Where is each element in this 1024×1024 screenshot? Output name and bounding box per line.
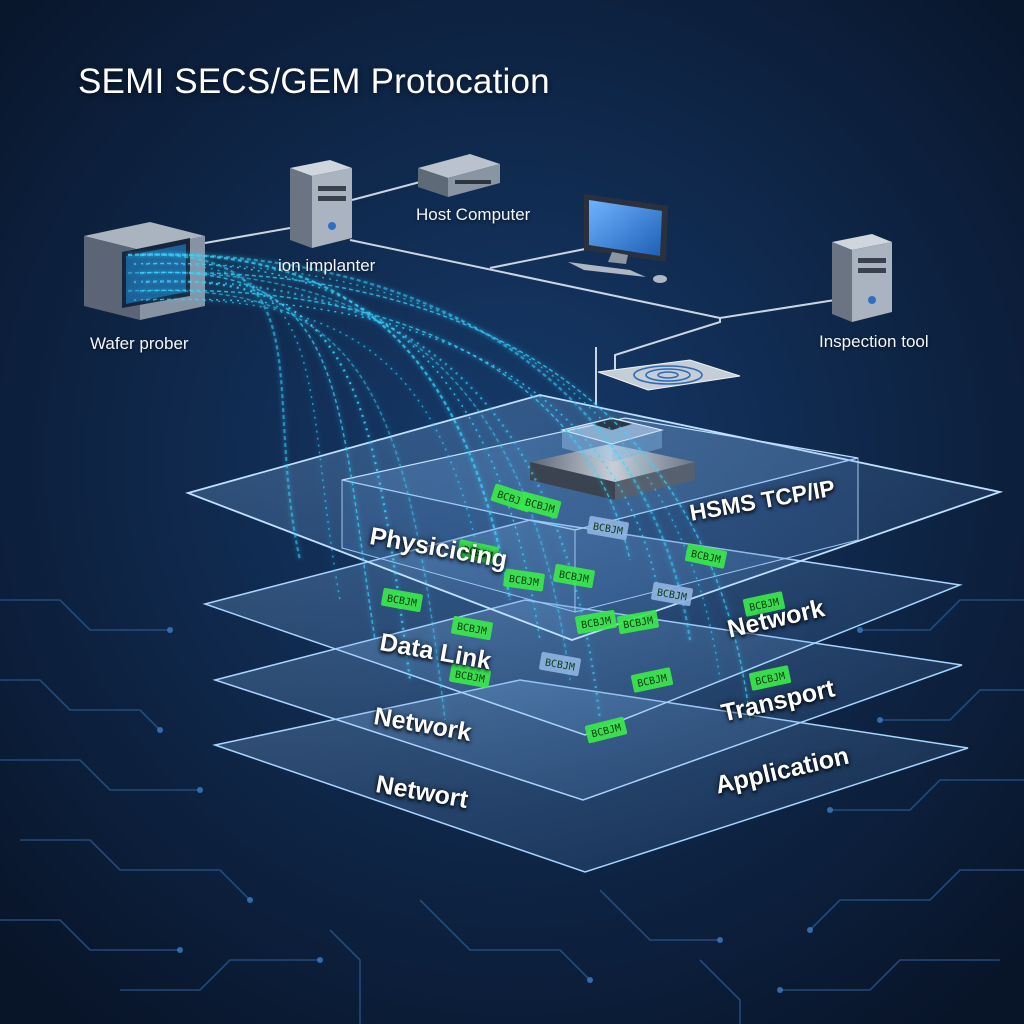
ion-implanter-device [290,160,352,248]
data-stream-line [127,271,571,681]
data-packet: BCBJM [617,609,659,635]
data-packet: BCBJM [651,581,693,607]
data-packet-label: BCBJM [456,621,488,637]
data-packet: BCBJM [381,587,423,613]
circuit-nodes [157,627,883,993]
data-stream-line [127,253,302,561]
data-packet-label: BCBJM [622,615,654,631]
data-packet-label: BCBJM [656,587,688,603]
data-packet: BCBJM [539,651,581,677]
data-packet: BCBJM [584,716,628,744]
data-stream-line [139,289,631,561]
data-packet: BCBJM [456,539,500,565]
network-cables [204,181,836,405]
data-stream-line [139,271,751,721]
page-title: SEMI SECS/GEM Protocation [78,62,550,101]
data-packet: BCBJM [503,568,545,592]
data-stream-line [145,280,412,681]
chip-module [530,417,695,500]
inspection-tool-device [832,234,892,322]
data-packet: BCBJM [748,665,792,691]
host-computer-label: Host Computer [416,205,531,224]
data-packet: BCBJM [449,663,491,689]
data-packet-label: BCBJM [592,521,624,537]
data-packet: BCBJM [630,667,674,693]
data-packet-label: BCBJM [386,593,418,609]
data-packet: BCBJM [518,491,562,519]
data-stream-line [133,262,721,681]
sensor-pad [597,359,741,391]
wafer-prober-device [84,222,205,320]
data-packet-label: BCBJM [508,574,539,589]
data-stream-line [133,262,341,601]
data-stream-line [145,262,541,641]
data-streams [127,253,751,721]
host-computer-device [418,154,500,197]
wafer-prober-label: Wafer prober [90,334,189,353]
data-packet-label: BCBJM [558,569,590,585]
inspection-tool-label: Inspection tool [819,332,929,351]
data-packet-label: BCBJM [580,615,612,631]
data-stream-line [127,289,446,721]
data-packet-label: BCBJM [454,669,486,685]
data-stream-line [127,253,692,641]
data-stream-line [139,271,376,641]
data-packet: BCBJM [451,615,493,641]
data-packet: BCBJM [587,515,629,541]
circuit-traces [0,599,1024,1024]
data-packet: BCBJM [575,609,617,635]
data-stream-line [133,298,481,561]
data-packet: BCBJM [684,543,728,569]
data-packet-label: BCBJM [544,657,576,673]
workstation-device [568,194,668,283]
data-packet: BCBJM [553,563,595,589]
ion-implanter-label: ion implanter [278,256,376,275]
data-packet: BCBJM [742,591,786,617]
data-stream-line [139,253,512,601]
